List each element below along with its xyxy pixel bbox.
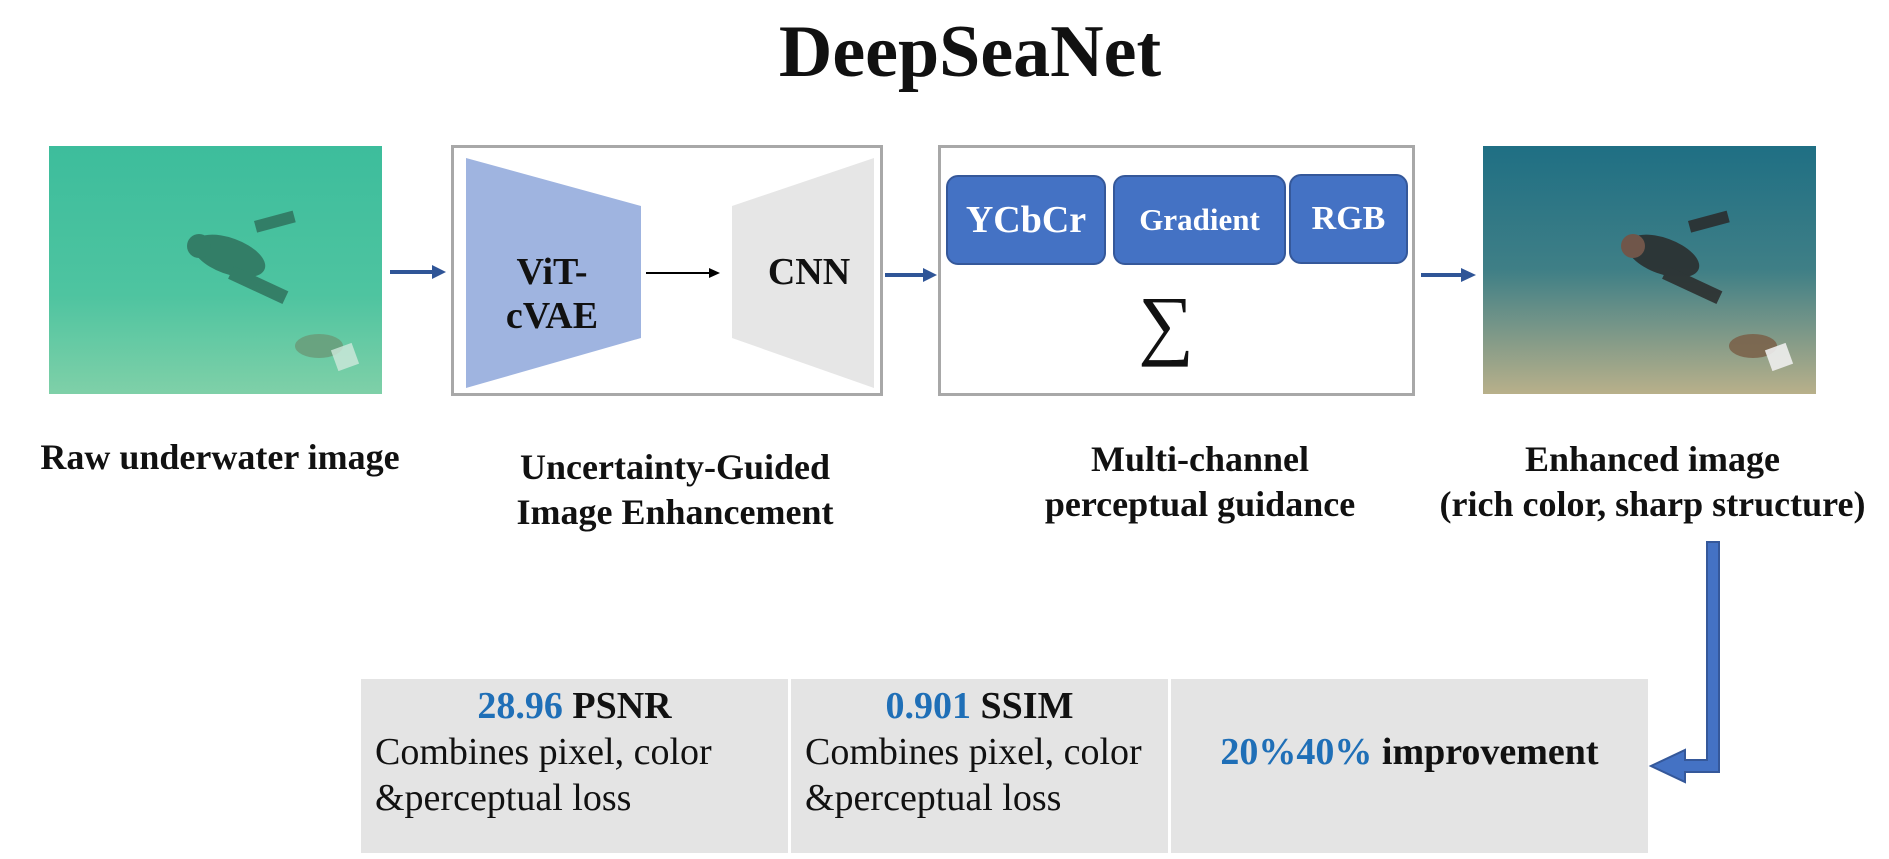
raw-image-caption: Raw underwater image [40,437,400,477]
vit-cvae-label: ViT-cVAE [505,251,599,337]
enhancement-caption-line2: Image Enhancement [516,492,834,532]
psnr-desc-line1: Combines pixel, color [375,731,712,773]
ssim-description: Combines pixel, color &perceptual loss [805,729,1142,821]
guidance-module-box: YCbCr Gradient RGB ∑ [938,145,1415,396]
metric-panel-ssim: 0.901 SSIM Combines pixel, color &percep… [791,679,1168,853]
enhanced-underwater-photo [1483,146,1816,394]
enhanced-caption-line1: Enhanced image [1524,439,1781,479]
diagram-title: DeepSeaNet [778,11,1162,93]
cnn-label: CNN [767,251,851,293]
enhancement-caption: Uncertainty-Guided Image Enhancement [475,445,875,535]
metric-panel-improvement: 20%40% improvement [1171,679,1648,853]
psnr-desc-line2: &perceptual loss [375,777,632,819]
improvement-name: improvement [1381,731,1599,773]
improvement-headline: 20%40% improvement [1171,729,1648,775]
guidance-caption-line1: Multi-channel [1090,439,1309,479]
arrow-raw-to-enhancement [390,265,446,279]
psnr-headline: 28.96 PSNR [361,683,788,729]
ssim-value: 0.901 [885,685,972,727]
enhanced-caption: Enhanced image (rich color, sharp struct… [1420,437,1885,527]
ssim-desc-line1: Combines pixel, color [805,731,1142,773]
enhancement-module-box: ViT-cVAE CNN [451,145,883,396]
ssim-desc-line2: &perceptual loss [805,777,1062,819]
guidance-caption-line2: perceptual guidance [1044,484,1356,524]
encoder-trapezoid [466,158,641,388]
psnr-value: 28.96 [477,685,563,727]
enhanced-caption-line2: (rich color, sharp structure) [1439,484,1866,524]
decoder-trapezoid [732,158,874,388]
sum-symbol: ∑ [1138,280,1194,367]
chip-rgb: RGB [1289,174,1408,264]
encoder-decoder-shapes [466,158,874,388]
guidance-caption: Multi-channel perceptual guidance [1000,437,1400,527]
psnr-description: Combines pixel, color &perceptual loss [375,729,712,821]
psnr-name: PSNR [572,685,672,727]
ssim-headline: 0.901 SSIM [791,683,1168,729]
arrow-guidance-to-enhanced [1421,268,1476,282]
chip-gradient: Gradient [1113,175,1286,265]
metric-panel-psnr: 28.96 PSNR Combines pixel, color &percep… [361,679,788,853]
improvement-value: 20%40% [1220,731,1373,773]
arrow-enhancement-to-guidance [885,268,937,282]
chip-ycbcr: YCbCr [946,175,1106,265]
enhancement-caption-line1: Uncertainty-Guided [520,447,830,487]
raw-underwater-photo [49,146,382,394]
arrow-enhanced-to-metrics [1648,541,1720,784]
ssim-name: SSIM [980,685,1074,727]
